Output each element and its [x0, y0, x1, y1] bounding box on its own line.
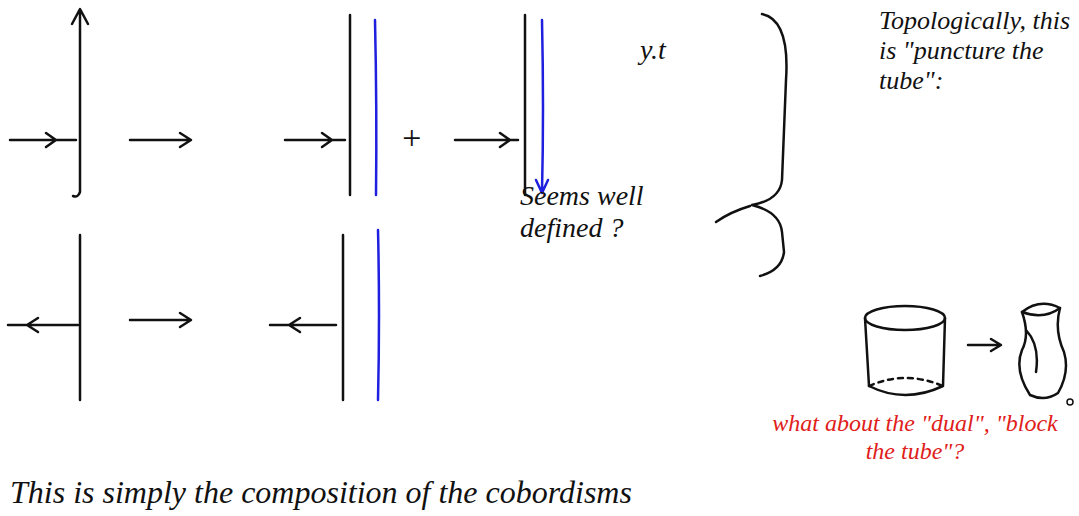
note-text: Topologically, this is "puncture the tub… [879, 6, 1074, 96]
boundary-line [79, 235, 82, 400]
crushed-tube-top [1022, 304, 1060, 315]
maps-to-arrow [130, 133, 191, 147]
crushed-tube-body [1019, 308, 1066, 398]
leader-line [716, 206, 750, 222]
blue-line [378, 230, 379, 400]
note-text: y.t [640, 34, 666, 66]
boundary-line [72, 9, 88, 197]
note-text: Seems well defined ? [520, 180, 695, 244]
maps-to-arrow [130, 313, 191, 327]
blue-line [375, 20, 376, 195]
plus-sign: + [400, 118, 423, 157]
maps-to-arrow [968, 339, 1001, 351]
arrow-line [285, 133, 345, 147]
boundary-line [342, 235, 345, 400]
arrow-line [270, 318, 336, 332]
arrow-line [10, 133, 76, 147]
brace [752, 14, 787, 276]
blue-arrow [536, 20, 548, 193]
dot-mark [1067, 399, 1073, 405]
red-note: what about the "dual", "block the tube"? [770, 410, 1060, 465]
tube-body [865, 318, 945, 395]
note-text: This is simply the composition of the co… [10, 474, 632, 511]
boundary-line [524, 15, 527, 195]
tube-hidden-edge [869, 378, 943, 386]
tube-top [865, 306, 945, 330]
boundary-line [349, 15, 352, 195]
arrow-line [455, 133, 518, 147]
arrow-line [8, 318, 78, 332]
